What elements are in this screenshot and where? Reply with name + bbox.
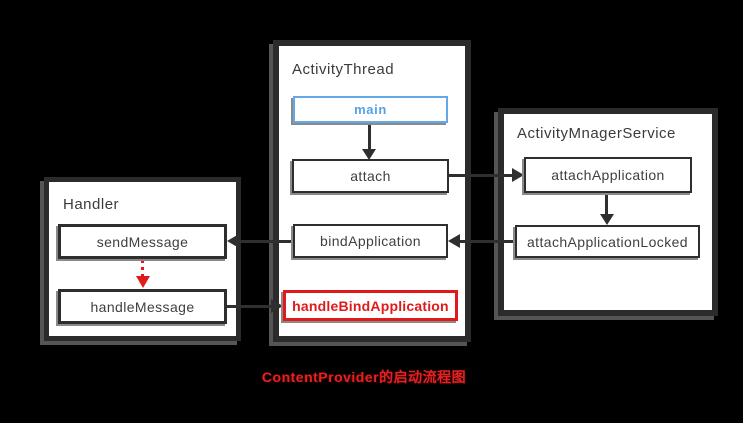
arrow-bindapplication-to-sendmessage-line bbox=[239, 240, 293, 243]
activity-manager-service-title: ActivityMnagerService bbox=[517, 125, 676, 142]
node-attach: attach bbox=[292, 159, 449, 193]
activity-thread-title: ActivityThread bbox=[292, 61, 395, 78]
arrow-main-to-attach-head bbox=[362, 149, 376, 160]
node-bind-application: bindApplication bbox=[293, 224, 448, 258]
diagram-caption: ContentProvider的启动流程图 bbox=[261, 369, 467, 385]
arrow-locked-to-bindapplication-line bbox=[460, 240, 515, 243]
node-send-message: sendMessage bbox=[58, 224, 227, 259]
node-handle-message: handleMessage bbox=[58, 289, 227, 324]
node-handle-bind-application: handleBindApplication bbox=[283, 290, 458, 321]
arrow-main-to-attach-line bbox=[368, 123, 371, 150]
container-activity-manager-service bbox=[498, 108, 718, 316]
handler-title: Handler bbox=[63, 196, 120, 213]
arrow-attachapplication-to-locked-head bbox=[600, 214, 614, 225]
arrow-bindapplication-to-sendmessage-head bbox=[227, 234, 239, 248]
arrow-locked-to-bindapplication-head bbox=[448, 234, 460, 248]
node-attach-application: attachApplication bbox=[524, 157, 692, 193]
arrow-attach-to-attachapplication-line bbox=[449, 174, 513, 177]
arrow-attachapplication-to-locked-line bbox=[605, 193, 608, 215]
arrow-handlemessage-to-handlebind-head bbox=[271, 299, 283, 313]
arrow-handlemessage-to-handlebind-line bbox=[227, 305, 272, 308]
arrow-sendmessage-to-handlemessage-line bbox=[141, 260, 144, 277]
arrow-sendmessage-to-handlemessage-head bbox=[136, 276, 150, 288]
node-attach-application-locked: attachApplicationLocked bbox=[515, 225, 700, 258]
arrow-attach-to-attachapplication-head bbox=[512, 168, 524, 182]
node-main: main bbox=[293, 96, 448, 123]
